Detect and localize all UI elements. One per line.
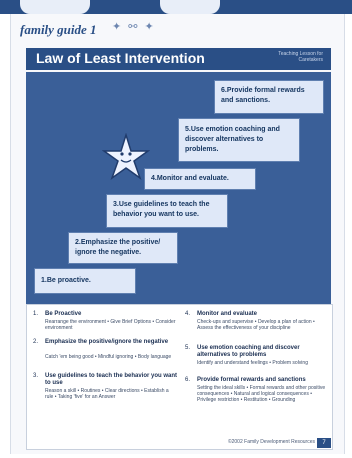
detail-number: 1. — [33, 311, 39, 317]
banner-shape — [160, 0, 220, 14]
detail-body: Identify and understand feelings • Probl… — [197, 360, 308, 366]
details-box: 1. Be Proactive Rearrange the environmen… — [26, 304, 333, 450]
top-banner — [0, 0, 352, 14]
step-3-label: 3.Use guidelines to teach the behavior y… — [113, 201, 210, 218]
step-1-label: 1.Be proactive. — [41, 277, 91, 284]
page-title: Law of Least Intervention — [36, 50, 205, 66]
detail-body: Setting the ideal skills • Formal reward… — [197, 385, 326, 403]
title-label: Teaching Lesson for Caretakers — [278, 51, 323, 63]
detail-number: 2. — [33, 339, 39, 345]
detail-heading: Use emotion coaching and discover altern… — [197, 345, 300, 358]
title-bar: Law of Least Intervention Teaching Lesso… — [26, 48, 331, 70]
detail-body: Reason a skill • Routines • Clear direct… — [45, 388, 169, 400]
detail-heading: Monitor and evaluate — [197, 311, 258, 317]
step-2: 2.Emphasize the positive/ ignore the neg… — [68, 232, 178, 264]
detail-number: 6. — [185, 377, 191, 383]
step-1: 1.Be proactive. — [34, 268, 136, 294]
detail-heading: Emphasize the positive/ignore the negati… — [45, 339, 169, 345]
decorative-icons: ✦ ⚯ ✦ — [112, 21, 156, 33]
detail-body: Rearrange the environment • Give Brief O… — [45, 319, 176, 331]
series-header: family guide 1 — [20, 22, 97, 37]
step-5-label: 5.Use emotion coaching and discover alte… — [185, 126, 280, 153]
stairs-diagram: 1.Be proactive. 2.Emphasize the positive… — [26, 72, 331, 304]
detail-number: 5. — [185, 345, 191, 351]
step-5: 5.Use emotion coaching and discover alte… — [178, 118, 300, 162]
copyright-text: ©2002 Family Development Resources — [227, 439, 315, 445]
detail-heading: Use guidelines to teach the behavior you… — [45, 373, 178, 386]
detail-body: Catch 'em being good • Mindful ignoring … — [45, 354, 172, 360]
footer: ©2002 Family Development Resources 7 — [26, 438, 331, 448]
step-2-label: 2.Emphasize the positive/ ignore the neg… — [75, 239, 161, 256]
detail-number: 4. — [185, 311, 191, 317]
detail-body: Check-ups and supervise • Develop a plan… — [197, 319, 315, 331]
star-mascot-icon — [102, 133, 150, 180]
detail-heading: Be Proactive — [45, 311, 82, 317]
banner-shape — [20, 0, 90, 14]
step-4: 4.Monitor and evaluate. — [144, 168, 256, 190]
step-4-label: 4.Monitor and evaluate. — [151, 175, 229, 182]
step-3: 3.Use guidelines to teach the behavior y… — [106, 194, 228, 228]
detail-number: 3. — [33, 373, 39, 379]
step-6-label: 6.Provide formal rewards and sanctions. — [221, 87, 305, 104]
step-6: 6.Provide formal rewards and sanctions. — [214, 80, 324, 114]
page-number: 7 — [317, 438, 331, 448]
detail-heading: Provide formal rewards and sanctions — [197, 377, 306, 383]
